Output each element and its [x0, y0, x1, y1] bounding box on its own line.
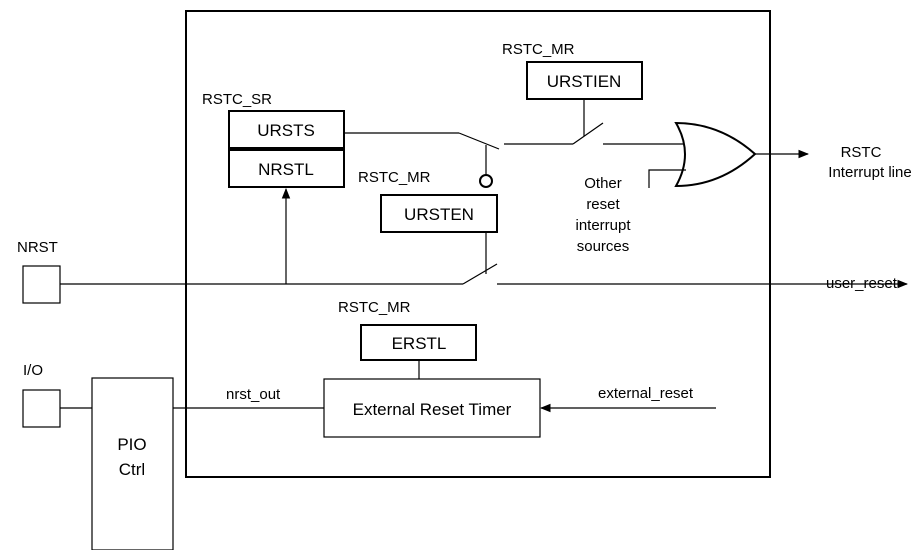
other-sources-label-1: Other [584, 175, 622, 192]
erstl-label: ERSTL [392, 334, 447, 353]
nrst-pin [22, 265, 61, 304]
pio-ctrl-label-2: Ctrl [119, 460, 145, 479]
nrst-pin-label: NRST [17, 239, 58, 256]
inverter-bubble [479, 174, 493, 188]
ursts-label: URSTS [257, 121, 315, 140]
other-sources-line [648, 169, 686, 188]
or-gate [674, 121, 757, 188]
ursten-field [380, 194, 498, 233]
ursten-switch [462, 263, 498, 285]
rstc-mr-urstien-label: RSTC_MR [502, 41, 575, 58]
ursten-label: URSTEN [404, 205, 474, 224]
nrstl-label: NRSTL [258, 160, 314, 179]
urstien-label: URSTIEN [547, 72, 622, 91]
external-reset-timer-label: External Reset Timer [353, 400, 512, 419]
urstien-switch [572, 122, 604, 145]
rstc-mr-ursten-label: RSTC_MR [358, 169, 431, 186]
rstc-sr-label: RSTC_SR [202, 91, 272, 108]
other-sources-label-4: sources [577, 238, 630, 255]
io-pin-label: I/O [23, 362, 43, 379]
reset-controller-frame [185, 10, 771, 478]
other-sources-label-2: reset [586, 196, 620, 213]
other-sources-label-3: interrupt [575, 217, 631, 234]
nrst-out-label: nrst_out [226, 386, 281, 403]
nrstl-field [228, 149, 345, 188]
rstc-interrupt-label-1: RSTC [841, 144, 882, 161]
external-reset-label: external_reset [598, 385, 694, 402]
rstc-interrupt-label-2: Interrupt line [828, 164, 911, 181]
rstc-mr-erstl-label: RSTC_MR [338, 299, 411, 316]
ursts-switch [458, 132, 500, 150]
pio-ctrl-block [91, 377, 174, 550]
ursts-field [228, 110, 345, 149]
io-pin [22, 389, 61, 428]
pio-ctrl-label-1: PIO [117, 435, 146, 454]
user-reset-label: user_reset [826, 275, 898, 292]
urstien-field [526, 61, 643, 100]
